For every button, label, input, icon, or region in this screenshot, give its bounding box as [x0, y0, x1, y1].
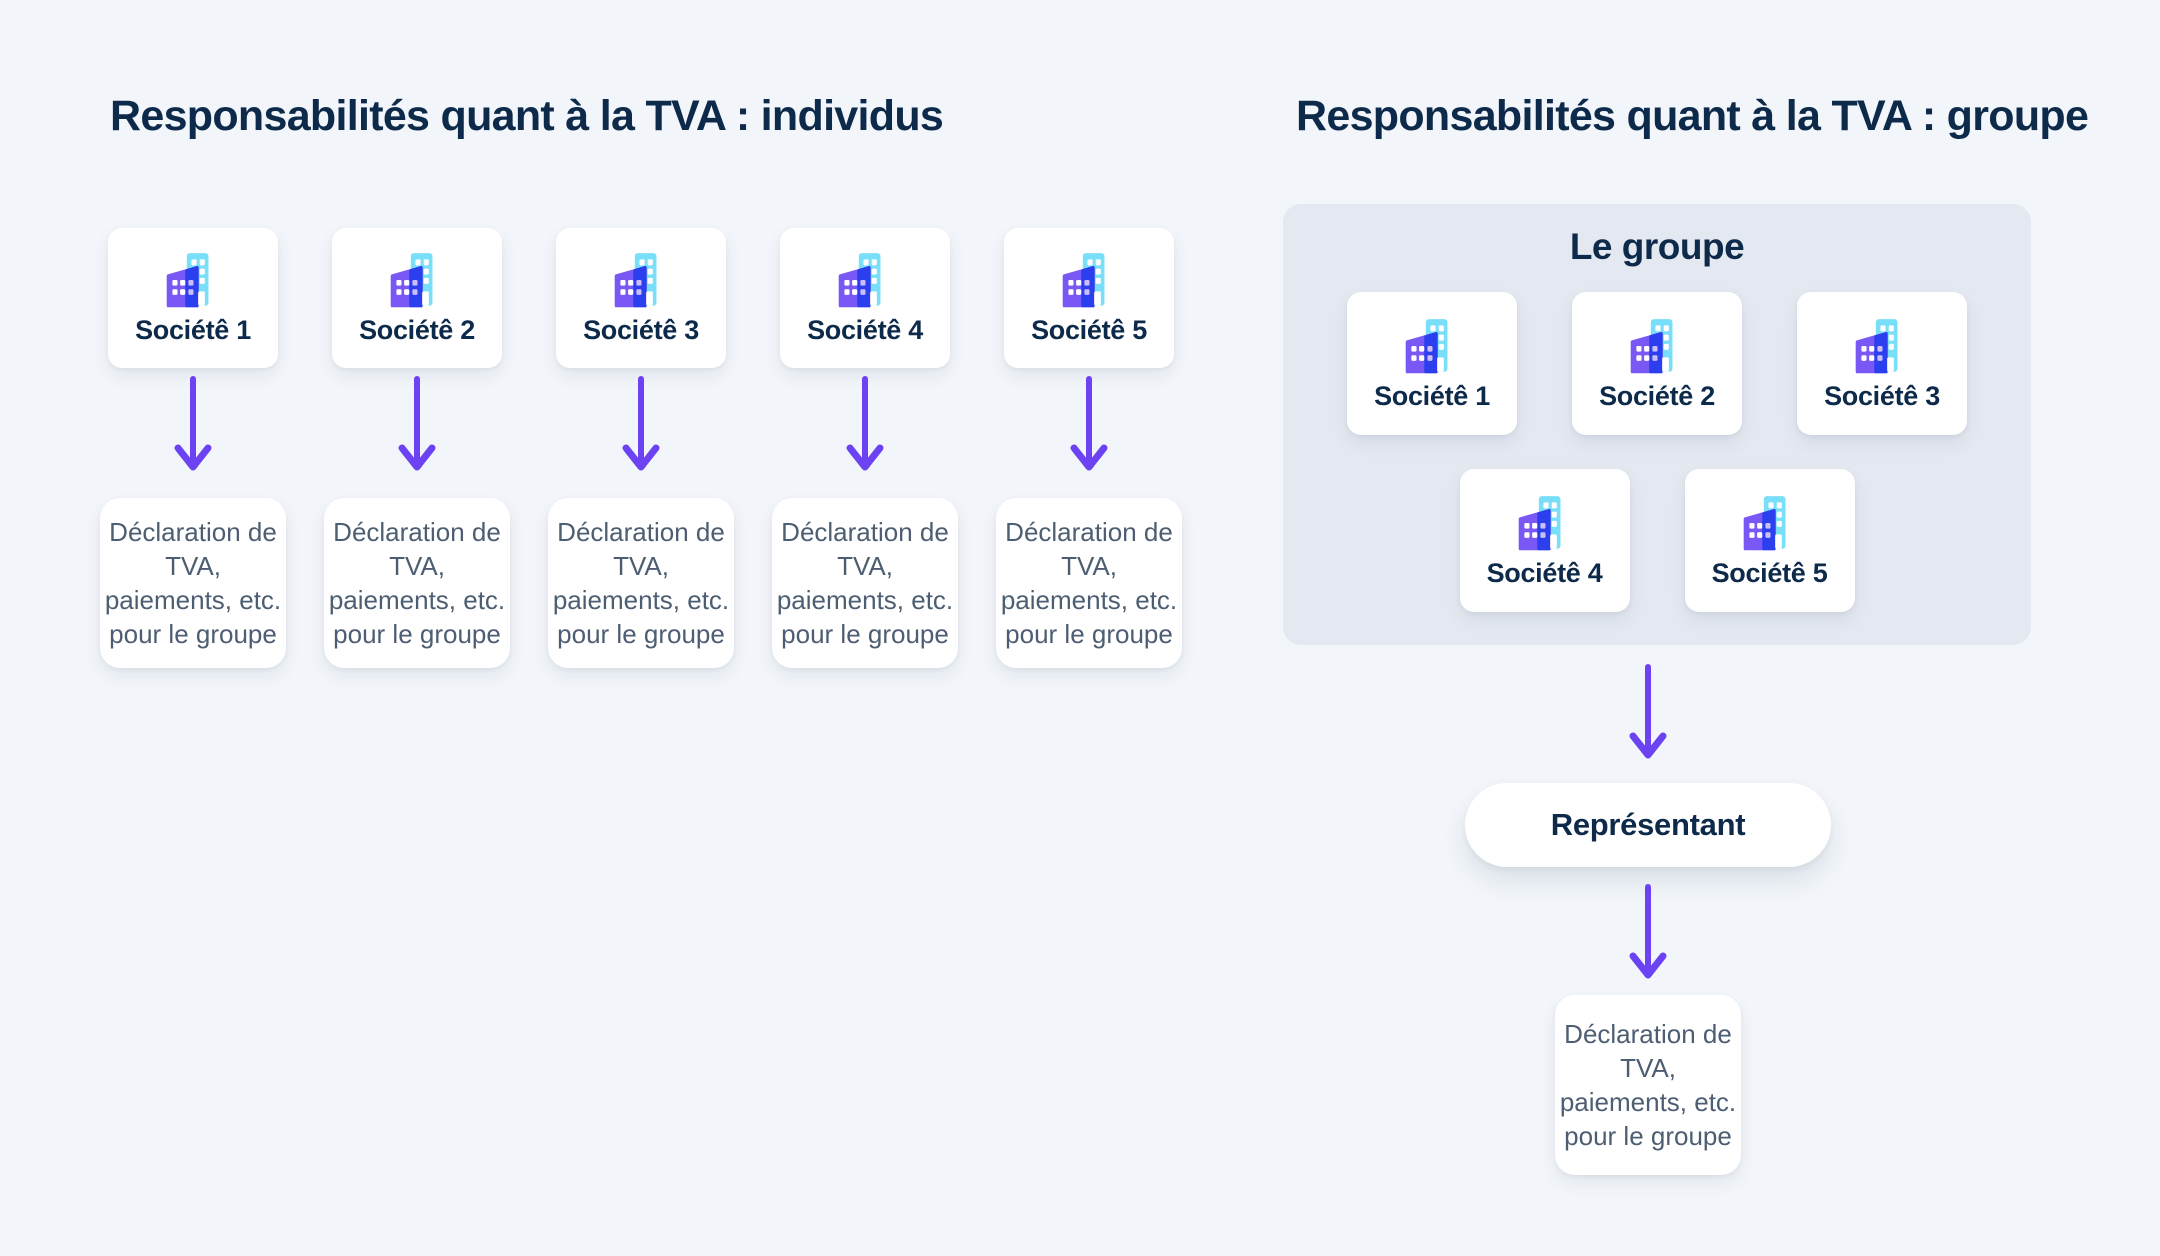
declaration-text-line: Déclaration de	[781, 517, 949, 547]
building-icon	[1512, 493, 1578, 555]
arrow-down-icon	[1061, 376, 1117, 476]
declaration-box: Déclaration de TVA, paiements, etc. pour…	[772, 498, 958, 668]
building-icon	[608, 250, 674, 312]
company-label: Sociétê 1	[135, 315, 251, 345]
declaration-text-line: TVA,	[1620, 1053, 1676, 1083]
declaration-text-line: pour le groupe	[1564, 1121, 1732, 1151]
right-section-title: Responsabilités quant à la TVA : groupe	[1296, 92, 2089, 140]
arrow-down-icon	[389, 376, 445, 476]
company-card: Sociétê 2	[332, 228, 502, 368]
company-card: Sociétê 1	[108, 228, 278, 368]
declaration-text-line: paiements, etc.	[1000, 585, 1178, 615]
company-column-1: Sociétê 1 Déclaration de TVA, paiements,…	[100, 228, 286, 668]
building-icon	[1399, 316, 1465, 378]
group-title: Le groupe	[1569, 226, 1745, 267]
company-column-4: Sociétê 4 Déclaration de TVA, paiements,…	[772, 228, 958, 668]
arrow-down-icon	[837, 376, 893, 476]
company-label: Sociétê 1	[1374, 380, 1490, 411]
building-icon	[1737, 493, 1803, 555]
building-icon	[160, 250, 226, 312]
declaration-box: Déclaration de TVA, paiements, etc. pour…	[548, 498, 734, 668]
group-companies-row-2: Sociétê 4 Sociétê 5	[1283, 469, 2031, 612]
building-icon	[384, 250, 450, 312]
company-card: Sociétê 2	[1572, 292, 1742, 435]
declaration-text-line: Déclaration de	[333, 517, 501, 547]
company-column-2: Sociétê 2 Déclaration de TVA, paiements,…	[324, 228, 510, 668]
group-container: Le groupe Sociétê 1 Sociétê 2 Sociétê 3 …	[1283, 204, 2031, 645]
declaration-text-line: Déclaration de	[109, 517, 277, 547]
declaration-text-line: TVA,	[1061, 551, 1117, 581]
declaration-box: Déclaration de TVA, paiements, etc. pour…	[996, 498, 1182, 668]
company-card: Sociétê 4	[780, 228, 950, 368]
company-label: Sociétê 5	[1711, 557, 1828, 588]
declaration-text-line: pour le groupe	[557, 619, 725, 649]
company-card: Sociétê 4	[1459, 469, 1630, 612]
building-icon	[1056, 250, 1122, 312]
building-icon	[1849, 316, 1915, 378]
building-icon	[832, 250, 898, 312]
company-label: Sociétê 4	[1486, 557, 1603, 588]
declaration-text-line: paiements, etc.	[776, 585, 954, 615]
individual-companies-row: Sociétê 1 Déclaration de TVA, paiements,…	[100, 228, 1182, 668]
group-companies-row-1: Sociétê 1 Sociétê 2 Sociétê 3	[1283, 292, 2031, 435]
declaration-text-line: pour le groupe	[781, 619, 949, 649]
declaration-text-line: pour le groupe	[333, 619, 501, 649]
declaration-text-line: TVA,	[613, 551, 669, 581]
declaration-text-line: pour le groupe	[109, 619, 277, 649]
arrow-down-icon	[1620, 884, 1676, 984]
company-card: Sociétê 5	[1684, 469, 1855, 612]
company-label: Sociétê 2	[1599, 380, 1715, 411]
building-icon	[1624, 316, 1690, 378]
declaration-text-line: Déclaration de	[1564, 1019, 1732, 1049]
declaration-text-line: Déclaration de	[557, 517, 725, 547]
company-card: Sociétê 3	[556, 228, 726, 368]
declaration-text-line: TVA,	[165, 551, 221, 581]
declaration-text-line: Déclaration de	[1005, 517, 1173, 547]
declaration-text-line: TVA,	[389, 551, 445, 581]
representative-pill: Représentant	[1465, 783, 1831, 867]
declaration-text-line: paiements, etc.	[552, 585, 730, 615]
declaration-box: Déclaration de TVA, paiements, etc. pour…	[1555, 995, 1741, 1175]
arrow-down-icon	[613, 376, 669, 476]
company-label: Sociétê 3	[1824, 380, 1940, 411]
company-column-5: Sociétê 5 Déclaration de TVA, paiements,…	[996, 228, 1182, 668]
declaration-box: Déclaration de TVA, paiements, etc. pour…	[100, 498, 286, 668]
declaration-text-line: pour le groupe	[1005, 619, 1173, 649]
company-card: Sociétê 1	[1347, 292, 1517, 435]
arrow-down-icon	[165, 376, 221, 476]
company-card: Sociétê 5	[1004, 228, 1174, 368]
declaration-text-line: paiements, etc.	[104, 585, 282, 615]
declaration-text-line: TVA,	[837, 551, 893, 581]
company-label: Sociétê 5	[1031, 315, 1147, 345]
company-label: Sociétê 4	[807, 315, 923, 345]
declaration-text-line: paiements, etc.	[1559, 1087, 1737, 1117]
company-label: Sociétê 2	[359, 315, 475, 345]
company-column-3: Sociétê 3 Déclaration de TVA, paiements,…	[548, 228, 734, 668]
declaration-box: Déclaration de TVA, paiements, etc. pour…	[324, 498, 510, 668]
left-section-title: Responsabilités quant à la TVA : individ…	[110, 92, 944, 140]
company-label: Sociétê 3	[583, 315, 699, 345]
arrow-down-icon	[1620, 664, 1676, 764]
company-card: Sociétê 3	[1797, 292, 1967, 435]
declaration-text-line: paiements, etc.	[328, 585, 506, 615]
